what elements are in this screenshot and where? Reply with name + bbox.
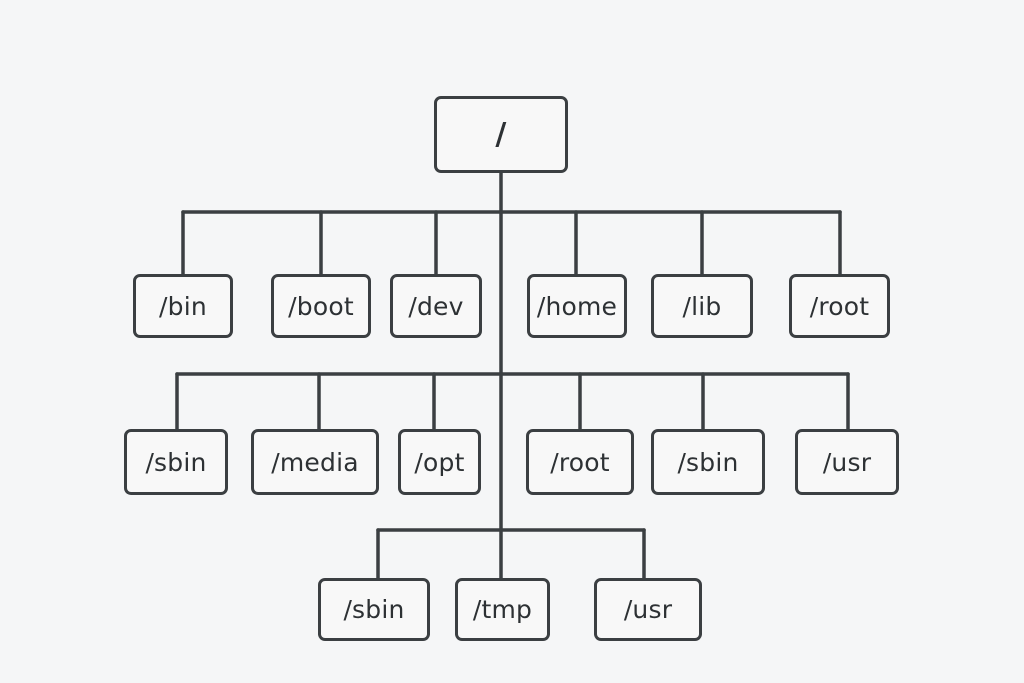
node-tmp: /tmp bbox=[455, 578, 550, 641]
node-root-dir: / bbox=[434, 96, 568, 173]
node-sbin-l2b: /sbin bbox=[651, 429, 765, 495]
node-lib: /lib bbox=[651, 274, 753, 338]
node-usr-l3: /usr bbox=[594, 578, 702, 641]
node-usr-l2: /usr bbox=[795, 429, 899, 495]
node-media: /media bbox=[251, 429, 379, 495]
node-opt: /opt bbox=[398, 429, 481, 495]
node-home: /home bbox=[527, 274, 627, 338]
node-bin: /bin bbox=[133, 274, 233, 338]
node-root-l2: /root bbox=[526, 429, 634, 495]
node-dev: /dev bbox=[390, 274, 482, 338]
node-sbin-l3: /sbin bbox=[318, 578, 430, 641]
node-boot: /boot bbox=[271, 274, 371, 338]
node-root: /root bbox=[789, 274, 890, 338]
node-sbin-l2a: /sbin bbox=[124, 429, 228, 495]
